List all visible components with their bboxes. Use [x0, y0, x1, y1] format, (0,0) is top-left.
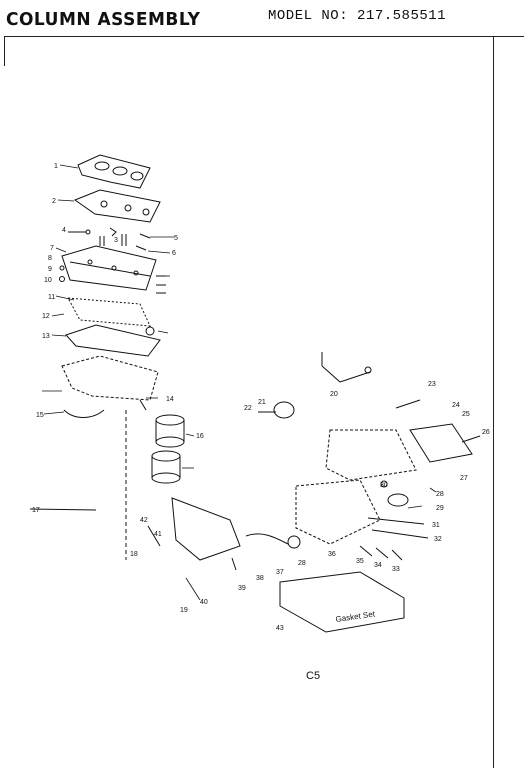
gasket-set-box — [279, 571, 405, 633]
callout-21: 21 — [258, 399, 266, 406]
callout-6: 6 — [172, 250, 176, 257]
callout-29: 29 — [436, 505, 444, 512]
frame-top-border — [4, 36, 524, 37]
callout-17: 17 — [32, 507, 40, 514]
callout-37: 37 — [276, 569, 284, 576]
callout-3: 3 — [114, 237, 118, 244]
callout-33: 33 — [392, 566, 400, 573]
fasteners-left-part — [59, 265, 166, 294]
callout-38: 38 — [256, 575, 264, 582]
callout-12: 12 — [42, 313, 50, 320]
callout-32: 32 — [434, 536, 442, 543]
piston-sleeves-part — [151, 414, 185, 484]
callout-23: 23 — [428, 381, 436, 388]
callout-15: 15 — [36, 412, 44, 419]
callout-40: 40 — [200, 599, 208, 606]
callout-10: 10 — [44, 277, 52, 284]
callout-1: 1 — [54, 163, 58, 170]
callout-26: 26 — [482, 429, 490, 436]
callout-16: 16 — [196, 433, 204, 440]
head-plate-part — [73, 189, 161, 223]
callout-31: 31 — [432, 522, 440, 529]
carburetor-housing-part — [325, 399, 481, 481]
callout-28a: 28 — [436, 491, 444, 498]
callout-34: 34 — [374, 562, 382, 569]
crankcase-part — [61, 355, 159, 418]
stud-bracket-part — [321, 352, 372, 383]
cylinder-head-part — [61, 245, 157, 291]
callout-24: 24 — [452, 402, 460, 409]
frame-left-border — [4, 36, 5, 66]
gasket-set-label: Gasket Set — [335, 609, 376, 624]
callout-42: 42 — [140, 517, 148, 524]
base-assembly-part — [295, 479, 429, 561]
page-code: C5 — [306, 670, 321, 682]
callout-27: 27 — [460, 475, 468, 482]
callout-13: 13 — [42, 333, 50, 340]
fitting-part — [258, 401, 295, 419]
crankshaft-part — [147, 497, 301, 571]
callout-20: 20 — [330, 391, 338, 398]
leader-lines — [42, 164, 437, 601]
callout-4: 4 — [62, 227, 66, 234]
model-number-label: MODEL NO: 217.585511 — [268, 8, 446, 24]
callout-18: 18 — [130, 551, 138, 558]
callout-7: 7 — [50, 245, 54, 252]
callout-43: 43 — [276, 625, 284, 632]
model-label: MODEL NO: — [268, 8, 349, 24]
valve-springs-part — [68, 227, 151, 251]
block-gasket-part — [65, 324, 161, 357]
callout-41: 41 — [154, 531, 162, 538]
callout-8: 8 — [48, 255, 52, 262]
model-number: 217.585511 — [357, 8, 447, 24]
callout-35: 35 — [356, 558, 364, 565]
callout-28b: 28 — [298, 560, 306, 567]
callout-19: 19 — [180, 607, 188, 614]
callout-14: 14 — [166, 396, 174, 403]
callout-22: 22 — [244, 405, 252, 412]
callout-39: 39 — [238, 585, 246, 592]
callout-5: 5 — [174, 235, 178, 242]
callout-11: 11 — [48, 294, 55, 301]
callout-36: 36 — [328, 551, 336, 558]
block-part — [67, 297, 151, 327]
page-title: COLUMN ASSEMBLY — [6, 9, 201, 31]
frame-right-border — [493, 36, 494, 768]
callout-30: 30 — [380, 482, 388, 489]
callout-25: 25 — [462, 411, 470, 418]
callout-numbers: 1 2 3 4 5 6 7 8 9 10 11 12 13 14 15 16 1… — [32, 163, 490, 632]
callout-2: 2 — [52, 198, 56, 205]
callout-9: 9 — [48, 266, 52, 273]
top-gasket-part — [77, 154, 151, 189]
column-rod-part — [29, 410, 127, 560]
